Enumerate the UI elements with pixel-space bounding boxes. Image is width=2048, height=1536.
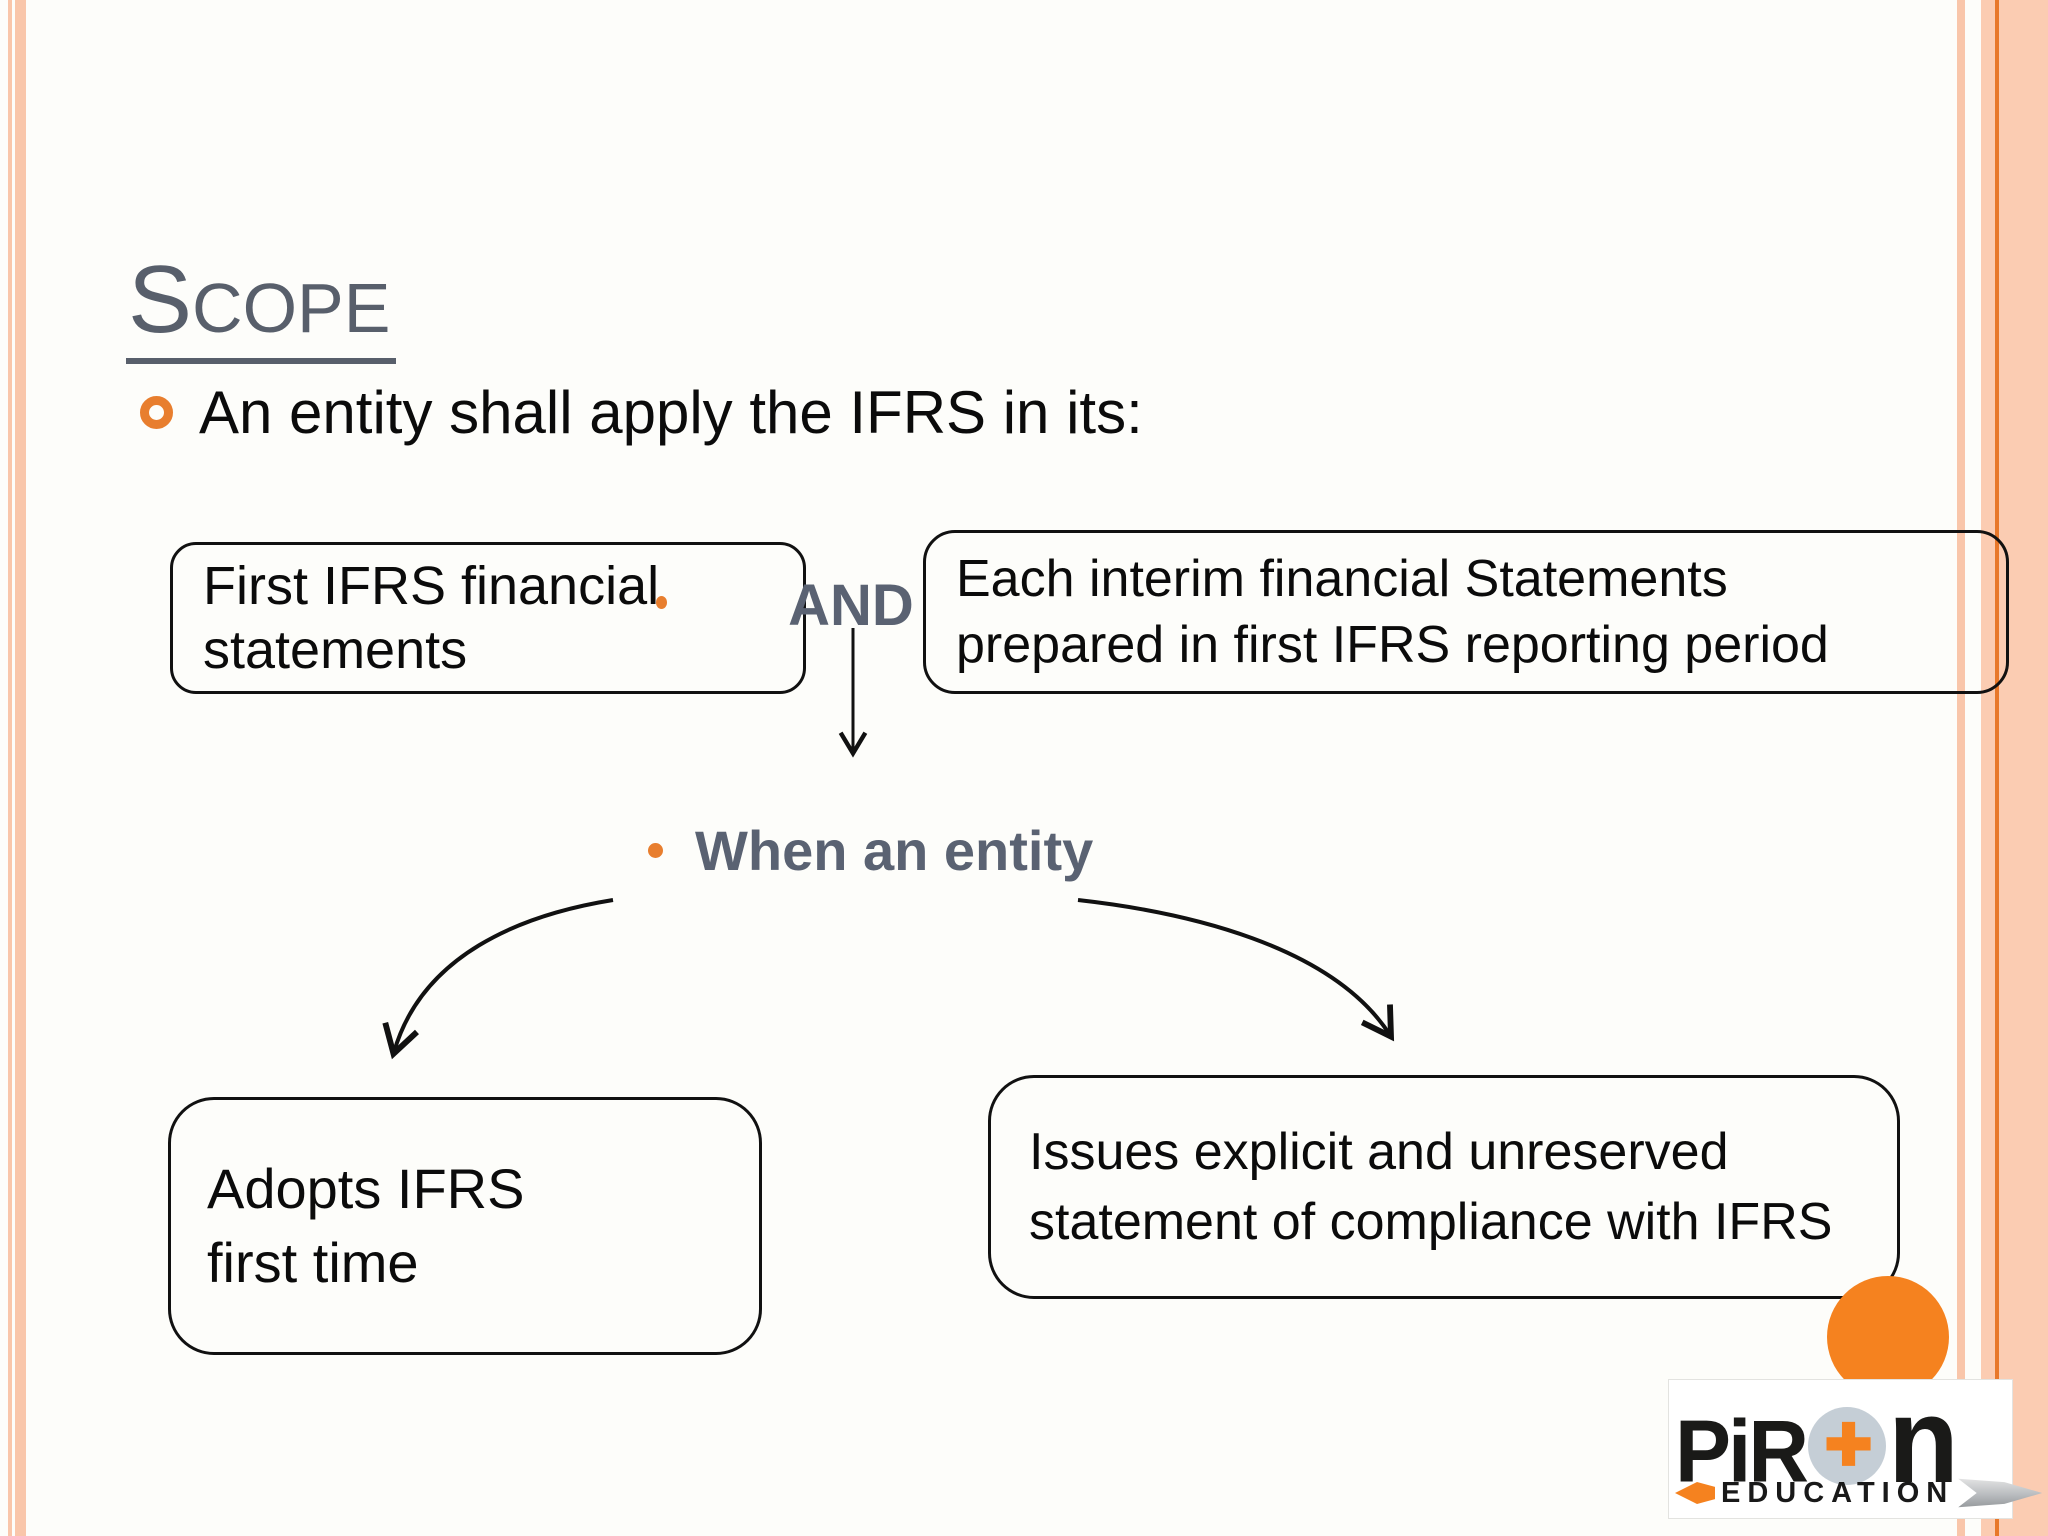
interim-box-line2: prepared in first IFRS reporting period bbox=[956, 616, 1829, 674]
page-title: SCOPE bbox=[126, 252, 397, 364]
first-ifrs-box: First IFRS financial statements bbox=[170, 542, 806, 694]
first-ifrs-box-line2: statements bbox=[203, 620, 468, 680]
piron-logo: PiR ✚ n EDUCATION bbox=[1668, 1371, 2043, 1519]
issues-statement-box: Issues explicit and unreserved statement… bbox=[988, 1075, 1900, 1299]
adopts-ifrs-box: Adopts IFRS first time bbox=[168, 1097, 762, 1355]
piron-wordmark: PiR ✚ n bbox=[1675, 1371, 1959, 1509]
issues-box-line1: Issues explicit and unreserved bbox=[1029, 1123, 1729, 1181]
logo-tagline-row: EDUCATION bbox=[1675, 1476, 2043, 1510]
when-entity-row: When an entity bbox=[648, 818, 1093, 883]
right-border-accent-line bbox=[1995, 0, 1999, 1536]
pen-nib-icon bbox=[1958, 1478, 2043, 1508]
left-border-stripe-thin bbox=[8, 0, 12, 1536]
first-ifrs-box-line1: First IFRS financial bbox=[203, 556, 660, 616]
page-title-rest: COPE bbox=[192, 269, 391, 347]
tagline-arrow-icon bbox=[1675, 1482, 1715, 1504]
when-entity-label: When an entity bbox=[695, 819, 1094, 882]
and-connector-label: AND bbox=[788, 573, 914, 638]
ring-bullet-icon bbox=[140, 396, 173, 429]
page-title-initial: S bbox=[128, 246, 193, 353]
logo-orange-circle bbox=[1827, 1276, 1949, 1398]
interim-box-line1: Each interim financial Statements bbox=[956, 550, 1728, 608]
intro-bullet-row: An entity shall apply the IFRS in its: bbox=[140, 378, 1143, 447]
adopts-box-line2: first time bbox=[207, 1231, 419, 1294]
dot-bullet-icon bbox=[648, 843, 663, 858]
right-border-stripe-wide bbox=[1981, 0, 2048, 1536]
curved-arrow-left-icon bbox=[382, 898, 614, 1060]
intro-bullet-text: An entity shall apply the IFRS in its: bbox=[199, 379, 1143, 446]
adopts-box-line1: Adopts IFRS bbox=[207, 1157, 525, 1220]
right-border-stripe-thin bbox=[1957, 0, 1965, 1536]
piron-letters-left: PiR bbox=[1675, 1401, 1809, 1501]
logo-tagline: EDUCATION bbox=[1721, 1476, 1955, 1509]
left-border-stripe-wide bbox=[15, 0, 26, 1536]
issues-box-line2: statement of compliance with IFRS bbox=[1029, 1193, 1833, 1251]
piron-compass-icon: ✚ bbox=[1808, 1407, 1887, 1485]
piron-letters-right: n bbox=[1888, 1371, 1959, 1509]
stray-bullet-dot bbox=[656, 596, 667, 609]
curved-arrow-right-icon bbox=[1077, 898, 1395, 1042]
compass-cross-glyph: ✚ bbox=[1824, 1413, 1873, 1478]
interim-statements-box: Each interim financial Statements prepar… bbox=[923, 530, 2009, 694]
